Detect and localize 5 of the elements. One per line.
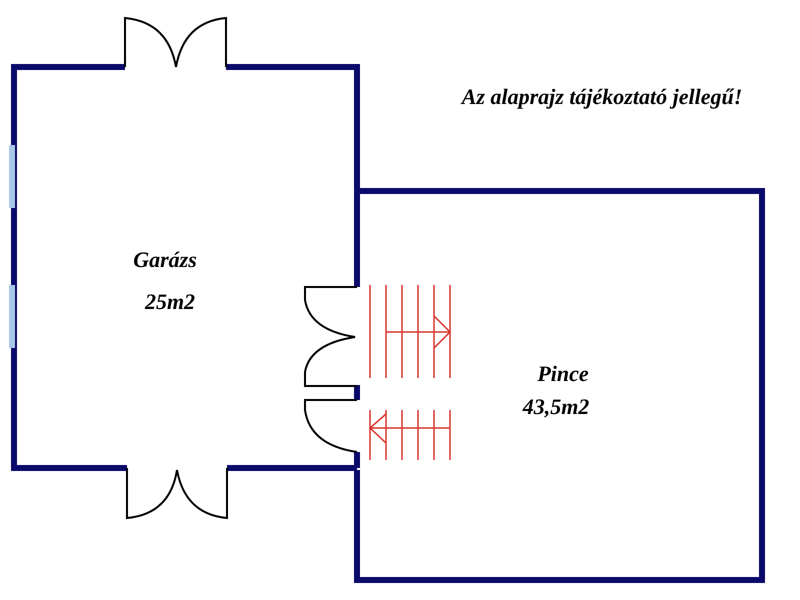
- room-name: Pince: [537, 363, 589, 385]
- room-area: 25m2: [144, 291, 196, 313]
- room-name: Garázs: [133, 249, 197, 271]
- room-area: 43,5m2: [522, 396, 590, 418]
- note-text: Az alaprajz tájékoztató jellegű!: [462, 86, 742, 108]
